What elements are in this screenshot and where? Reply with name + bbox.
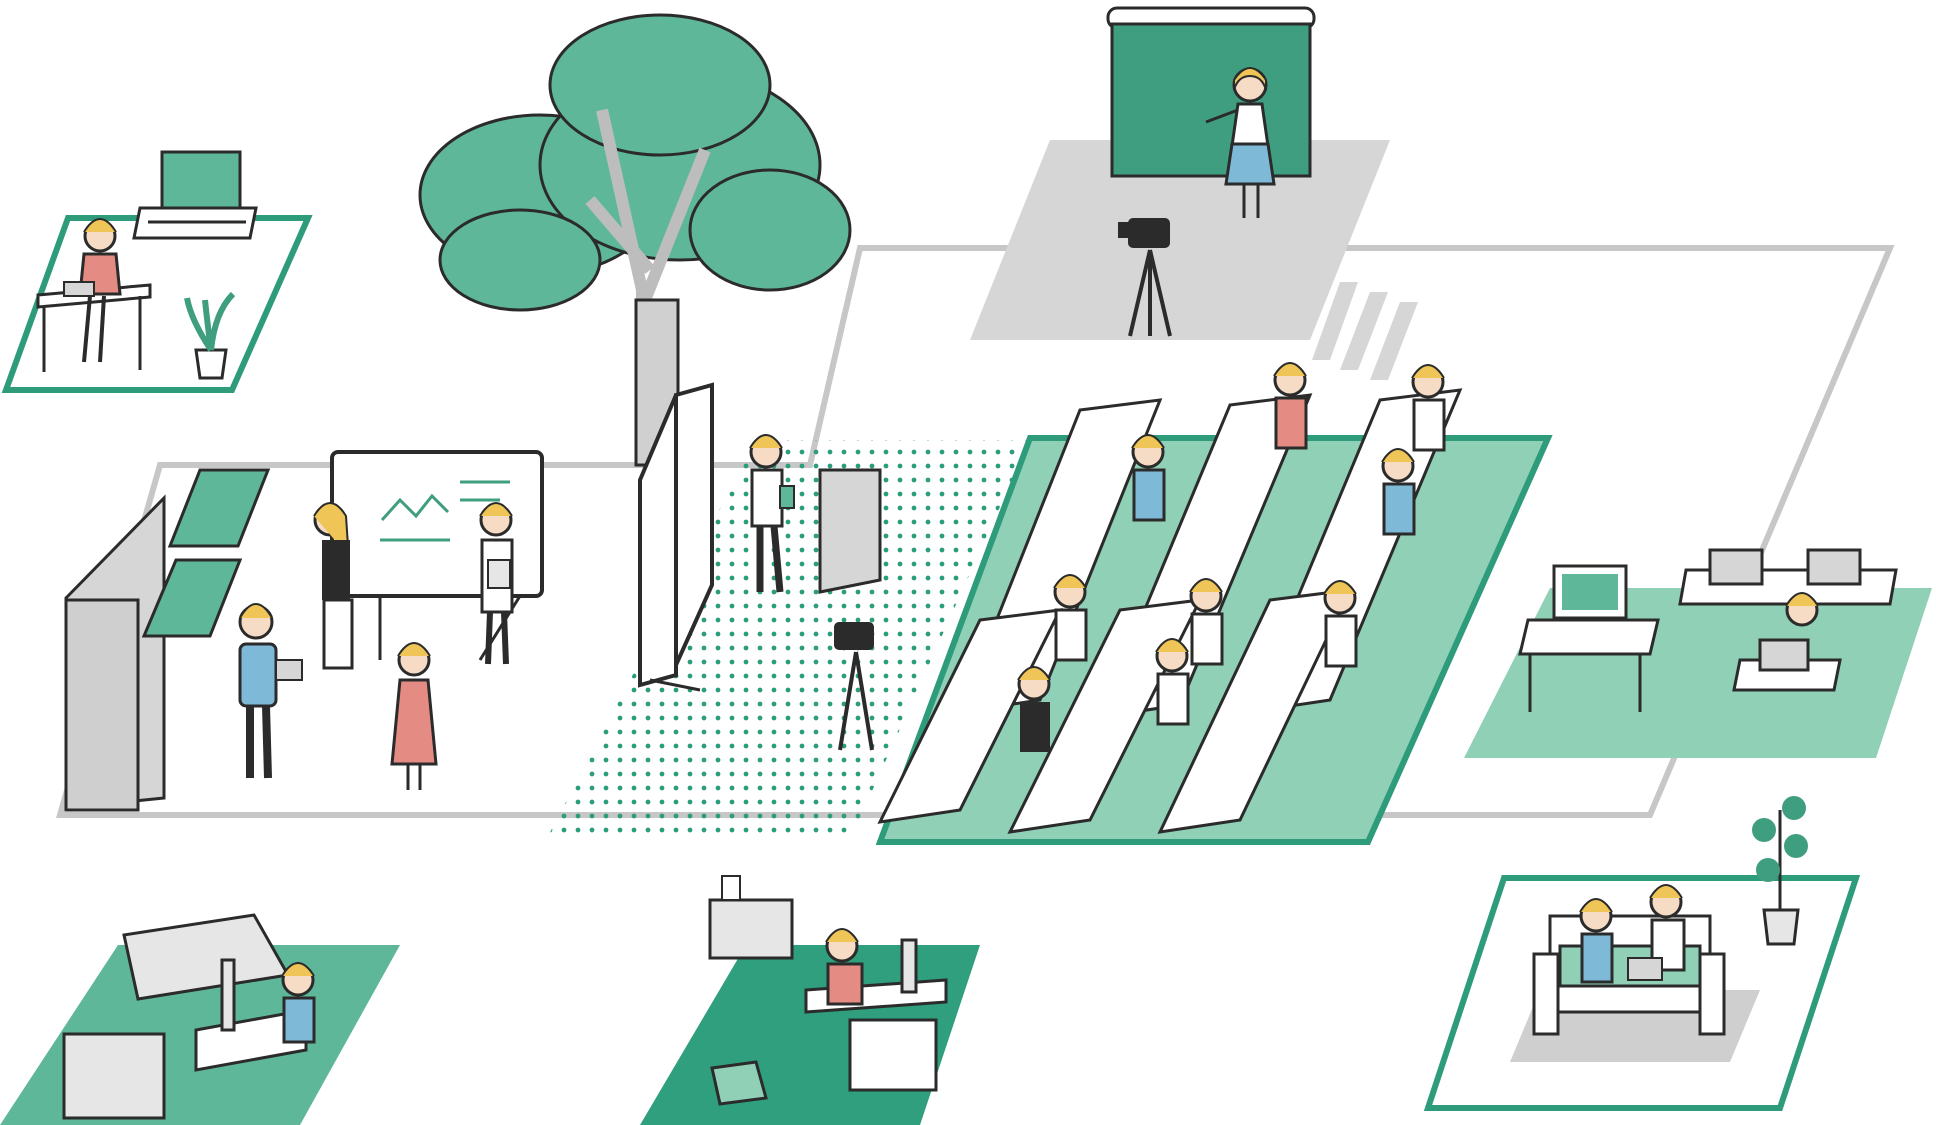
boy-with-laptop (1627, 884, 1686, 981)
tree-icon (418, 13, 852, 467)
bedroom-study-zone (0, 913, 400, 1125)
girl-red-dress (390, 642, 438, 790)
large-display-board (638, 382, 714, 692)
plant-icon (1752, 796, 1808, 946)
computer-desks (1678, 548, 1898, 692)
home-desk-zone (640, 875, 980, 1125)
recording-zone (546, 382, 1030, 840)
studio-zone (970, 6, 1390, 340)
floor-cushion (710, 1060, 768, 1106)
teacher-with-book (749, 434, 795, 593)
benches (141, 468, 271, 638)
home-study-zone (1, 150, 313, 393)
video-camera-icon (1118, 218, 1172, 337)
video-camera-icon (834, 622, 874, 751)
living-room-zone (1423, 796, 1861, 1111)
presenter-woman (1205, 67, 1276, 218)
podium (818, 468, 882, 594)
zone-connector-stripes (1312, 282, 1418, 380)
desk-with-laptop (36, 218, 152, 372)
girl-on-sofa (1579, 898, 1614, 984)
discussion-zone (64, 450, 544, 812)
bookshelf (64, 494, 166, 812)
monitor-icon (1518, 564, 1660, 712)
students-group (1017, 362, 1446, 752)
tv-stand (132, 150, 258, 240)
dresser (708, 875, 794, 960)
student-with-tablet (238, 603, 303, 779)
green-screen-icon (1106, 6, 1316, 178)
classroom-zone (875, 362, 1553, 845)
boy-presenting (479, 502, 514, 665)
teacher-woman (313, 502, 354, 670)
plant-icon (184, 291, 236, 380)
desk-with-computer (62, 958, 316, 1120)
computer-lab-zone (1464, 548, 1932, 758)
desk-with-monitor (804, 928, 948, 1092)
